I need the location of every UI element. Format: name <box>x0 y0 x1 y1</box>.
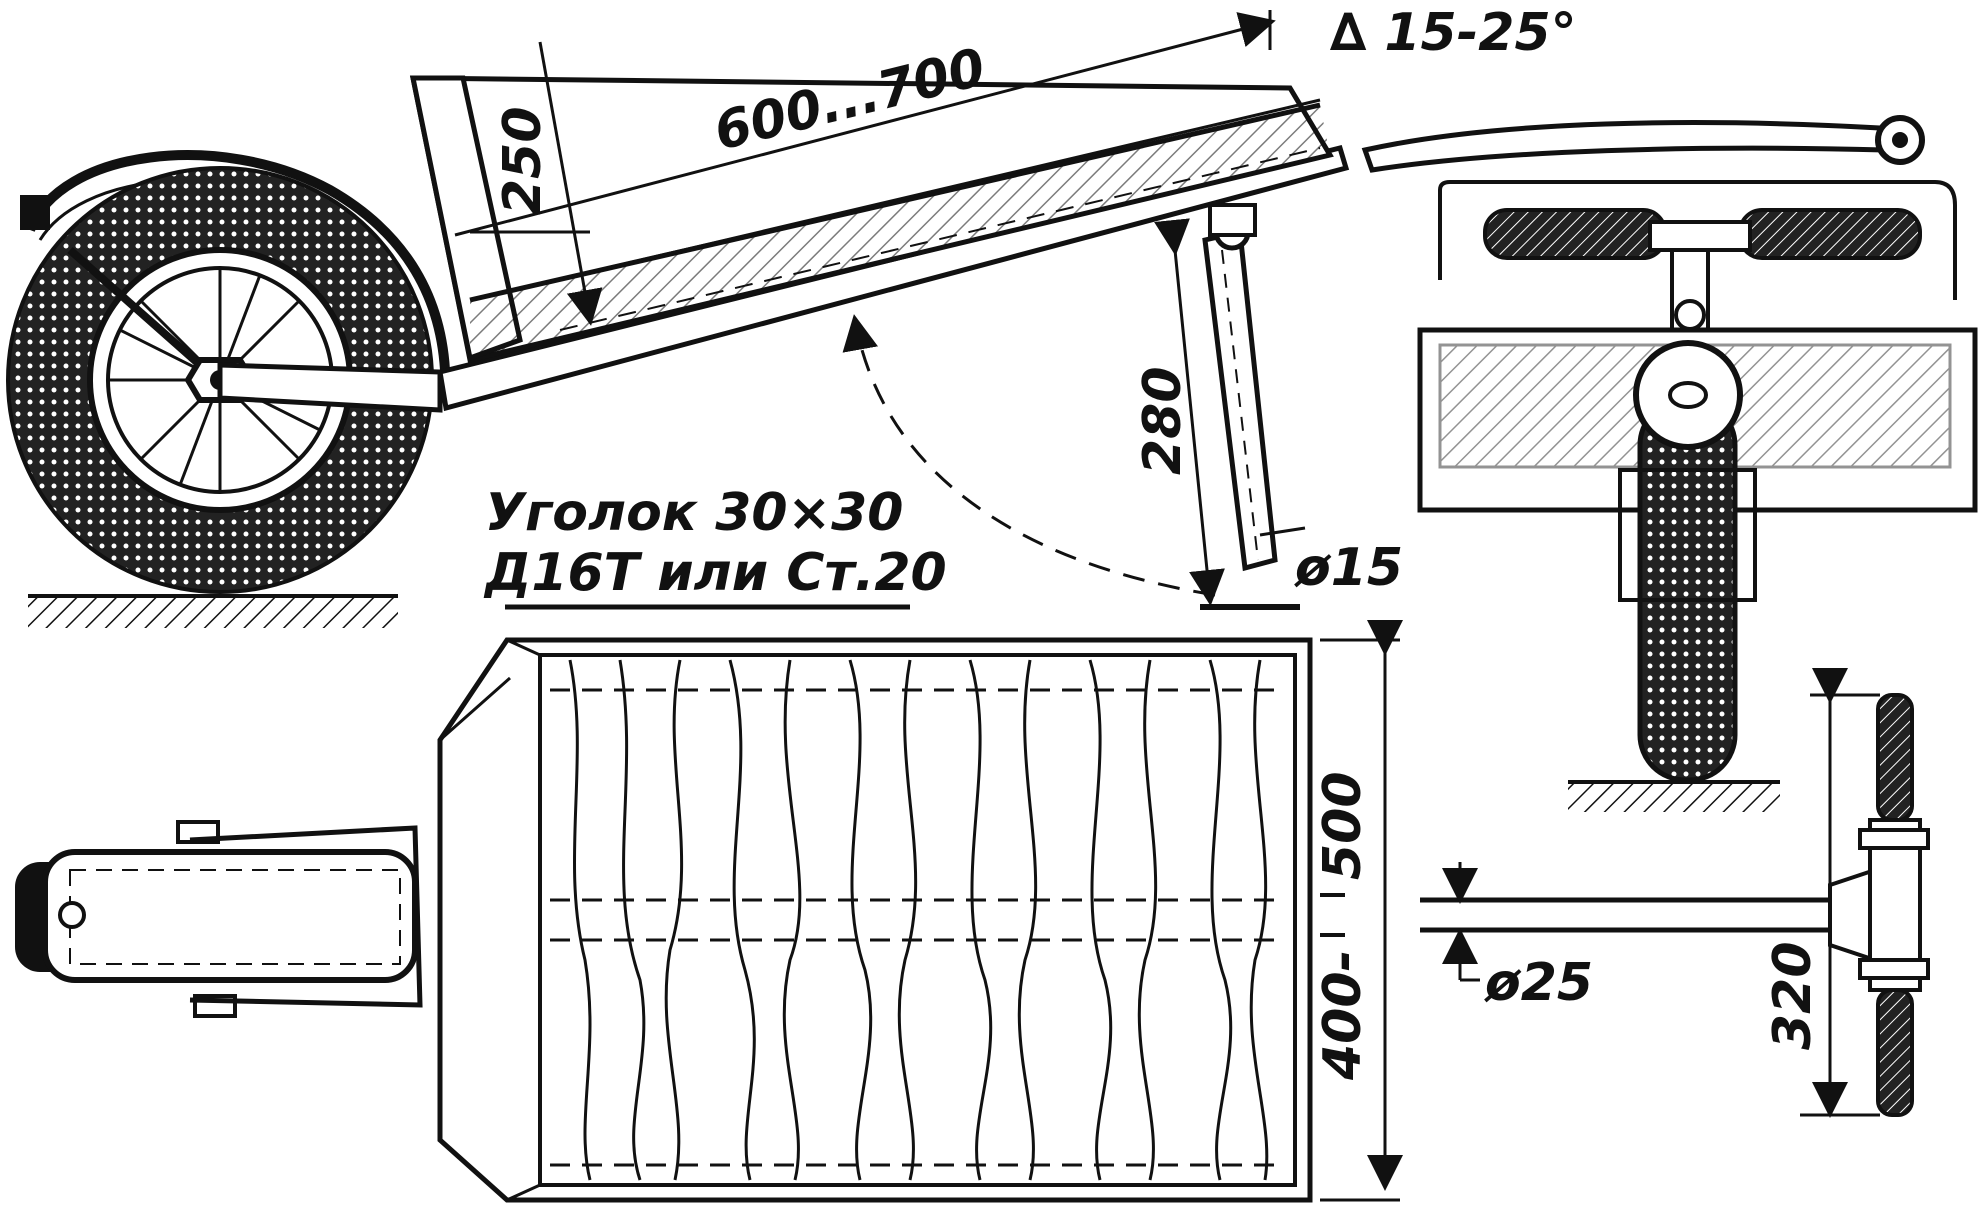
handle-top-view: 320 ø25 <box>1420 668 1930 1118</box>
dim-grip-width: 320 <box>1763 941 1823 1050</box>
dim-leg-diameter: ø15 <box>1294 538 1403 598</box>
grip-top-1 <box>1876 693 1914 822</box>
ground-hatch-rear <box>1568 782 1780 812</box>
axle-arm <box>217 362 443 413</box>
dim-box-height: 250 <box>493 106 553 215</box>
top-view: 500 400- <box>15 620 1403 1203</box>
handle-side <box>1361 115 1925 173</box>
ground-hatch-side <box>28 596 398 628</box>
dim-leg-length: 280 <box>1133 366 1193 475</box>
dim-handle-angle: ∆ 15-25° <box>1330 3 1577 63</box>
material-line1: Уголок 30×30 <box>485 483 904 543</box>
dim-box-width: 500 <box>1313 771 1373 880</box>
grip-top-2 <box>1876 988 1914 1117</box>
material-line2: Д16Т или Ст.20 <box>483 543 947 603</box>
wheel-rear <box>1637 397 1738 783</box>
leg-side <box>1200 203 1300 610</box>
grip-right <box>1738 208 1922 260</box>
fender <box>25 150 450 371</box>
dim-box-width-min: 400- <box>1313 950 1373 1081</box>
tilt-arc <box>842 314 1216 597</box>
material-note: Уголок 30×30 Д16Т или Ст.20 <box>483 483 947 610</box>
side-view: 600...700 250 ∆ 15-25° 280 ø15 <box>6 3 1577 628</box>
box-side <box>409 75 1334 364</box>
grip-left <box>1483 208 1667 260</box>
dim-handle-diameter: ø25 <box>1484 953 1593 1013</box>
rear-view <box>1417 180 1978 812</box>
wood-grain <box>568 659 1269 1181</box>
